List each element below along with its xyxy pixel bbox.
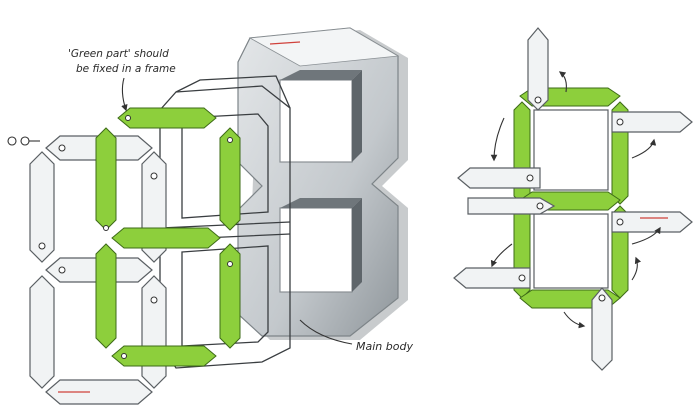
peg-hole (103, 225, 109, 231)
right-white-segment-upper-left (457, 167, 541, 189)
rotation-arrow-icon (490, 117, 505, 162)
white-segment-upper-left (29, 151, 55, 263)
white-segment-lower-left (29, 275, 55, 389)
peg-hole (58, 266, 66, 274)
peg-hole (58, 144, 66, 152)
right-white-segment-middle-left (467, 197, 556, 215)
peg-hole (536, 202, 544, 210)
main-body-inner-depth-side-upper (352, 70, 362, 162)
green-segment-bottom (111, 345, 217, 367)
peg-hole (121, 353, 127, 359)
main-body-inner-depth-top (280, 70, 362, 80)
main-body-leader-line (299, 319, 353, 345)
right-white-segment-top (527, 27, 549, 111)
right-upper-window (533, 109, 609, 191)
white-segment-bottom (45, 379, 153, 405)
peg-holes-right (518, 96, 624, 302)
peg-hole (598, 294, 606, 302)
peg-hole (518, 274, 526, 282)
main-body-top-highlight (248, 27, 400, 67)
peg-hole (616, 218, 624, 226)
white-segment-lower-right (141, 275, 167, 389)
green-segment-lower-left (95, 243, 117, 349)
rotation-arrow-icon (631, 138, 657, 159)
peg-hole (38, 242, 46, 250)
peg-hole (227, 261, 233, 267)
green-part-label-line1: 'Green part' should (68, 48, 169, 60)
main-body-inner-depth-side-lower (352, 198, 362, 292)
green-part-leader-line (121, 77, 128, 112)
wire-frame-inner-lower (181, 245, 269, 347)
rotation-arrow-icon (558, 71, 567, 93)
peg-hole (526, 174, 534, 182)
main-body-red-mark (269, 41, 301, 45)
peg-icon (20, 136, 30, 146)
right-white-segment-middle-right (611, 211, 693, 233)
peg-hole (150, 172, 158, 180)
main-body-annotation: Main body (299, 319, 413, 353)
right-lower-window (533, 213, 609, 289)
main-body-inner-depth-bottom (280, 198, 362, 208)
peg-holes-left (38, 115, 233, 359)
rotation-arrow-icon (631, 226, 661, 245)
loose-pegs (7, 136, 40, 146)
peg-hole (534, 96, 542, 104)
green-segment-upper-left (95, 127, 117, 231)
green-part-label-line2: be fixed in a frame (76, 63, 176, 75)
green-segments (95, 107, 241, 367)
green-segment-lower-right (219, 243, 241, 349)
wire-frame-top-cap (175, 75, 291, 109)
peg-hole (125, 115, 131, 121)
main-body-label: Main body (356, 340, 413, 353)
main-body-3d (237, 27, 408, 340)
rotation-arrow-icon (490, 243, 513, 268)
right-white-segment-bottom (591, 287, 613, 371)
right-white-segment-lower-left (453, 267, 531, 289)
green-part-annotation: 'Green part' should be fixed in a frame (68, 48, 176, 112)
peg-hole (227, 137, 233, 143)
main-body-upper-window (279, 79, 353, 163)
left-segment-stack (7, 107, 241, 405)
green-segment-upper-right (219, 127, 241, 231)
green-segment-top (117, 107, 217, 129)
main-body-lower-window (279, 207, 353, 293)
peg-hole (150, 296, 158, 304)
right-green-upper-left (513, 101, 531, 205)
wire-frame-inner-upper (181, 113, 269, 219)
rotation-arrow-icon (631, 256, 642, 281)
right-segment-arrangement (453, 27, 693, 371)
peg-icon (7, 136, 17, 146)
green-segment-middle (111, 227, 221, 249)
right-white-segments (453, 27, 693, 371)
peg-hole (616, 118, 624, 126)
rotation-arrows (490, 71, 661, 329)
rotation-arrow-icon (563, 311, 586, 329)
right-white-segment-upper-right (611, 111, 693, 133)
